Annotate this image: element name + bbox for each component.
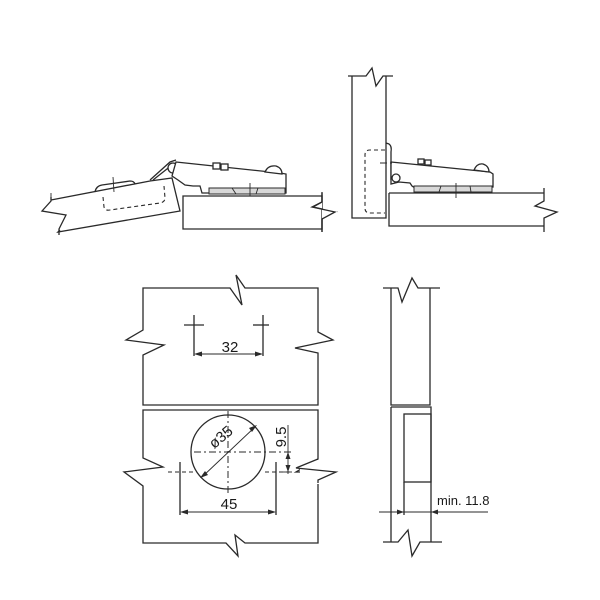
hinge-cup-flange (94, 180, 136, 193)
side-view-closed (348, 66, 559, 232)
cabinet-side-front (124, 274, 335, 406)
closed-door-panel (351, 76, 387, 219)
side-view-open (40, 159, 338, 235)
plate-hole-right (253, 315, 269, 356)
edge-upper-panel (383, 276, 440, 406)
mounting-plate-closed (413, 185, 493, 193)
dim-label-9-5: 9.5 (273, 427, 290, 448)
dim-label-diameter: ø35 (206, 423, 237, 453)
edge-view: min. 11.8 (379, 276, 490, 558)
cabinet-side-panel (182, 195, 323, 230)
open-door-panel (50, 177, 181, 233)
cup-screw-hole-right (265, 462, 290, 515)
dim-label-32: 32 (222, 339, 239, 356)
cup-cavity-edge (403, 413, 432, 483)
mounting-plate (208, 187, 286, 195)
front-view-drilling: 32 ø35 45 9.5 (122, 274, 340, 558)
dim-label-45: 45 (221, 496, 238, 513)
cabinet-side-panel-closed (388, 192, 544, 227)
hinge-cup-hidden (102, 185, 166, 211)
dim-label-min-edge: min. 11.8 (437, 493, 490, 508)
edge-lower-panel (390, 406, 432, 542)
hinge-arm (171, 161, 287, 194)
hinge-cup-hidden-closed (364, 149, 385, 214)
cup-screw-hole-left (168, 462, 193, 515)
plate-hole-left (184, 315, 204, 356)
